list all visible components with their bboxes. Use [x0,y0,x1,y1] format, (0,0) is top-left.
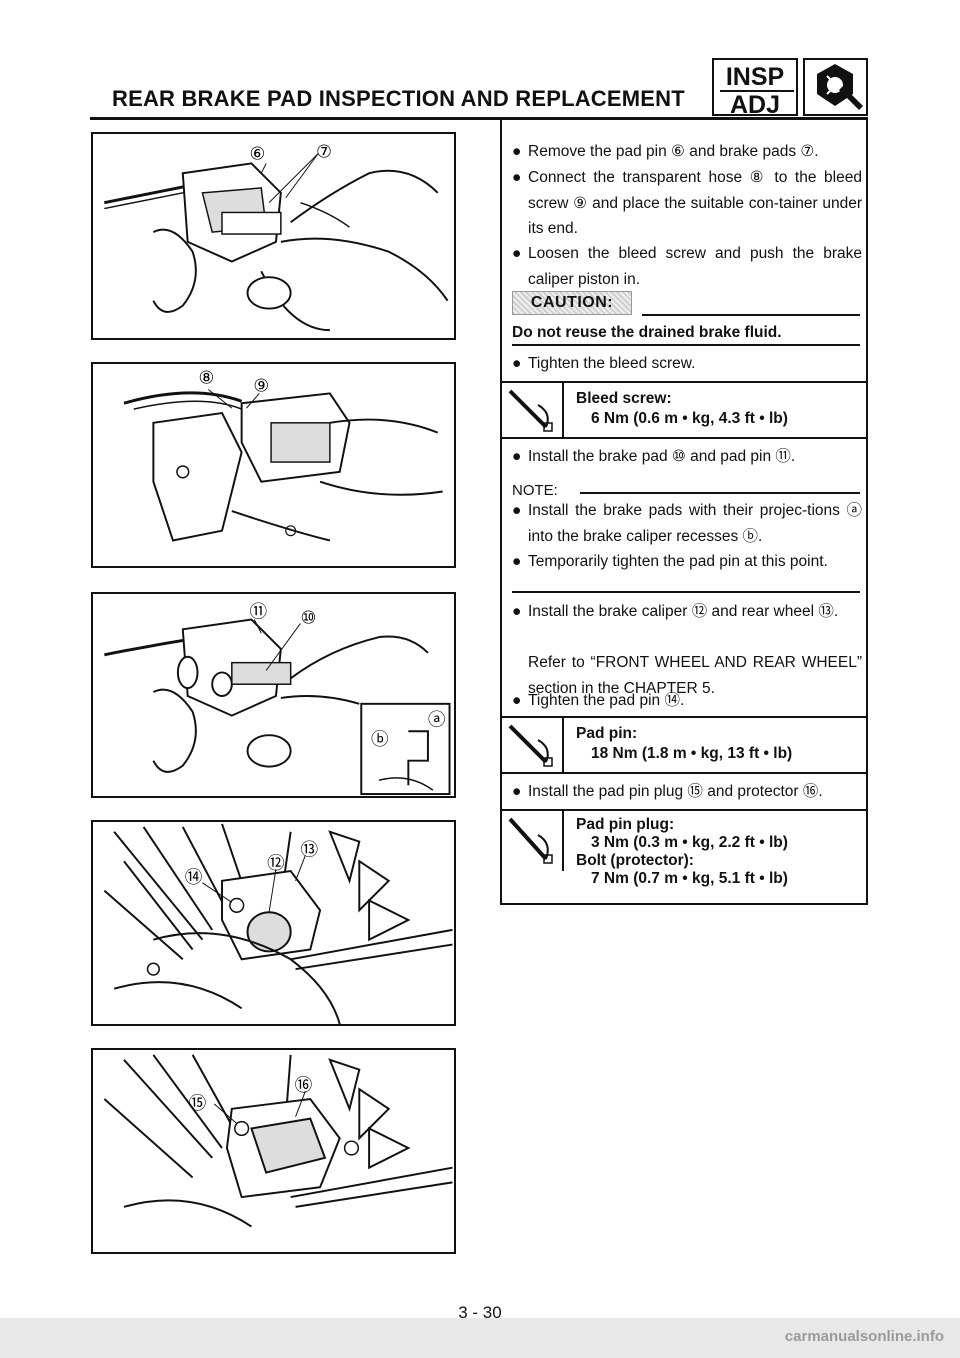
insp-adj-badge: INSP ADJ [712,58,798,119]
figure-bleed-hose: ⑧ ⑨ [91,362,456,568]
callout-7: ⑦ [316,143,332,163]
spec-title: Pad pin: [576,725,638,742]
note-text: Temporarily tighten the pad pin at this … [528,553,828,570]
callout-15: ⑮ [189,1093,207,1114]
callout-9: ⑨ [253,376,269,396]
step-tighten-pin: ● Tighten the pad pin ⑭. [512,688,862,714]
step-text: Remove the pad pin ⑥ and brake pads ⑦. [528,143,819,160]
step-text: Install the brake caliper ⑫ and rear whe… [528,603,839,620]
bullet-icon: ● [512,448,522,465]
step-remove-pads: ● Remove the pad pin ⑥ and brake pads ⑦. [512,139,862,165]
spec-title: Bleed screw: [576,390,672,407]
bullet-icon: ● [512,502,522,519]
spec-value-text: 7 Nm (0.7 m • kg, 5.1 ft • lb) [591,870,788,887]
spec-bleed-screw: Bleed screw: 6 Nm (0.6 m • kg, 4.3 ft • … [502,383,866,437]
figure-install-caliper: ⑭ ⑫ ⑬ [91,820,456,1026]
spec-rule [502,809,866,811]
page-number: 3 - 30 [458,1303,502,1322]
spec-value-text: 3 Nm (0.3 m • kg, 2.2 ft • lb) [591,834,788,851]
spec-value-text: 18 Nm (1.8 m • kg, 13 ft • lb) [591,745,793,762]
badge-divider [720,90,794,92]
caliper-illustration: ⑥ ⑦ [94,134,453,338]
step-install-caliper: ● Install the brake caliper ⑫ and rear w… [512,599,862,625]
spec-value: 18 Nm (1.8 m • kg, 13 ft • lb) [576,744,792,764]
step-text: Tighten the pad pin ⑭. [528,692,685,709]
step-text: Install the brake pad ⑩ and pad pin ⑪. [528,448,796,465]
callout-12: ⑫ [267,853,285,874]
bullet-icon: ● [512,692,522,709]
spec-rule [502,437,866,439]
watermark-bar: carmanualsonline.info [0,1318,960,1358]
figure-remove-pads: ⑥ ⑦ [91,132,456,340]
note-label: NOTE: [512,482,558,499]
spec-value: 6 Nm (0.6 m • kg, 4.3 ft • lb) [576,409,788,429]
torque-wrench-icon [502,718,564,772]
step-text: Refer to “FRONT WHEEL AND REAR WHEEL” se… [528,654,862,697]
callout-6: ⑥ [249,145,265,165]
bullet-icon: ● [512,603,522,620]
callout-10: ⑩ [300,608,316,628]
spec-title: Pad pin plug: [576,816,675,833]
spec-value: 3 Nm (0.3 m • kg, 2.2 ft • lb) [576,833,788,853]
step-text: Connect the transparent hose ⑧ to the bl… [528,169,862,237]
caution-rule [642,314,860,316]
bullet-icon: ● [512,355,522,372]
step-text: Install the pad pin plug ⑮ and protector… [528,783,823,800]
callout-13: ⑬ [300,839,318,860]
figure-install-pads: ⑪ ⑩ ⓐ ⓑ [91,592,456,798]
caution-end-rule [512,344,860,346]
badge-insp: INSP [725,63,785,91]
watermark-text: carmanualsonline.info [784,1328,944,1345]
callout-14: ⑭ [185,867,203,888]
caution-label: CAUTION: [530,294,614,311]
bullet-icon: ● [512,553,522,570]
procedure-column: ● Remove the pad pin ⑥ and brake pads ⑦.… [500,119,868,905]
callout-16: ⑯ [295,1075,313,1096]
title-rule-right [702,117,868,120]
step-loosen-screw: ● Loosen the bleed screw and push the br… [512,241,862,292]
spec-rule [502,772,866,774]
bullet-icon: ● [512,169,522,186]
figure-install-protector: ⑮ ⑯ [91,1048,456,1254]
page-title: REAR BRAKE PAD INSPECTION AND REPLACEMEN… [112,86,685,111]
callout-a: ⓐ [428,709,446,730]
title-rule [90,117,702,120]
spec-rule [502,716,866,718]
step-install-pad: ● Install the brake pad ⑩ and pad pin ⑪. [512,444,862,470]
note-projections: ● Install the brake pads with their proj… [512,498,862,549]
badge-adj: ADJ [729,91,780,119]
bullet-icon: ● [512,143,522,160]
torque-wrench-icon [502,383,564,437]
wrench-icon [803,58,868,116]
step-text: Loosen the bleed screw and push the brak… [528,245,862,288]
caliper-illustration: ⑪ ⑩ ⓐ ⓑ [104,602,451,796]
wheel-illustration: ⑭ ⑫ ⑬ [103,823,453,1024]
note-temporary: ● Temporarily tighten the pad pin at thi… [512,549,862,575]
spec-title: Bolt (protector): [576,852,694,869]
spec-value: 7 Nm (0.7 m • kg, 5.1 ft • lb) [576,869,788,889]
callout-b: ⓑ [371,729,389,750]
caliper-illustration: ⑧ ⑨ [123,369,443,542]
note-text: Install the brake pads with their projec… [528,502,862,545]
step-text: Tighten the bleed screw. [528,355,696,372]
spec-pad-pin: Pad pin: 18 Nm (1.8 m • kg, 13 ft • lb) [502,718,866,772]
callout-8: ⑧ [198,369,214,389]
spec-value-text: 6 Nm (0.6 m • kg, 4.3 ft • lb) [591,410,788,427]
bullet-icon: ● [512,245,522,262]
caution-label-box: CAUTION: [512,291,632,315]
spec-rule [502,381,866,383]
caution-text: Do not reuse the drained brake fluid. [512,324,782,341]
torque-wrench-icon [502,811,564,871]
callout-11: ⑪ [249,602,267,623]
bullet-icon: ● [512,783,522,800]
step-install-plug: ● Install the pad pin plug ⑮ and protect… [512,779,862,805]
step-refer: Refer to “FRONT WHEEL AND REAR WHEEL” se… [512,650,862,701]
step-connect-hose: ● Connect the transparent hose ⑧ to the … [512,165,862,242]
wheel-illustration: ⑮ ⑯ [103,1054,453,1228]
note-end-rule [512,591,860,593]
note-rule [580,492,860,494]
spec-plug-protector: Pad pin plug: 3 Nm (0.3 m • kg, 2.2 ft •… [502,811,866,887]
step-tighten-bleed: ● Tighten the bleed screw. [512,351,862,377]
